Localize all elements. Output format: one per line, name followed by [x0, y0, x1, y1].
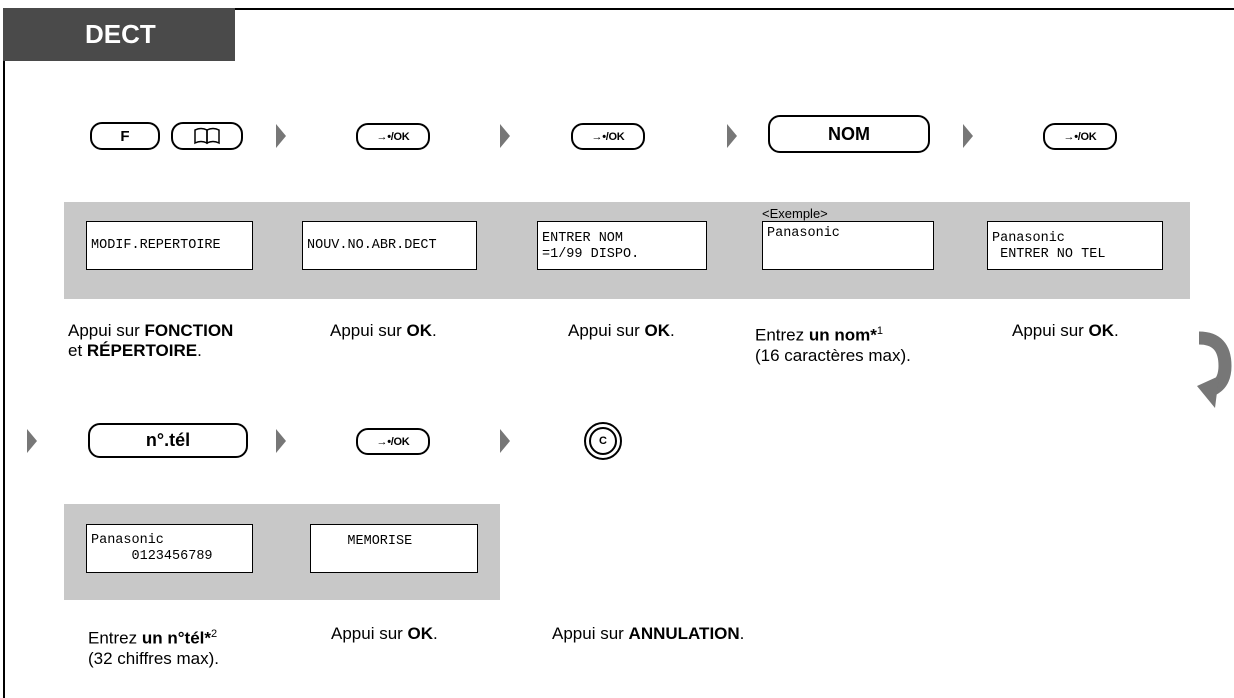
ok-key[interactable]: →•/OK	[1043, 123, 1117, 150]
lcd-display: MODIF.REPERTOIRE	[86, 221, 253, 270]
step-arrow	[500, 429, 510, 453]
ok-key[interactable]: →•/OK	[356, 123, 430, 150]
lcd-display: ENTRER NOM =1/99 DISPO.	[537, 221, 707, 270]
lcd-display: MEMORISE	[310, 524, 478, 573]
section-tab: DECT	[3, 8, 235, 61]
continue-arrow-icon	[1197, 331, 1232, 408]
caption-step4: Entrez un nom*1 (16 caractères max).	[755, 325, 911, 365]
section-title: DECT	[85, 19, 156, 49]
clear-key[interactable]: C	[584, 422, 622, 460]
example-label: <Exemple>	[762, 206, 828, 221]
caption-step8: Appui sur ANNULATION.	[552, 624, 745, 643]
step-arrow	[727, 124, 737, 148]
step-arrow	[963, 124, 973, 148]
phonebook-key[interactable]	[171, 122, 243, 150]
caption-step6: Entrez un n°tél*2 (32 chiffres max).	[88, 628, 220, 668]
function-key[interactable]: F	[90, 122, 160, 150]
caption-step5: Appui sur OK.	[1012, 321, 1119, 340]
step-arrow	[500, 124, 510, 148]
caption-step7: Appui sur OK.	[331, 624, 438, 643]
name-soft-key[interactable]: NOM	[768, 115, 930, 153]
step-arrow	[276, 124, 286, 148]
page-frame	[3, 8, 1234, 698]
book-icon	[194, 127, 220, 145]
clear-key-face: C	[589, 427, 617, 455]
lcd-display: Panasonic ENTRER NO TEL	[987, 221, 1163, 270]
ok-key[interactable]: →•/OK	[571, 123, 645, 150]
caption-step3: Appui sur OK.	[568, 321, 675, 340]
step-arrow	[276, 429, 286, 453]
lcd-display: Panasonic 0123456789	[86, 524, 253, 573]
lcd-display: NOUV.NO.ABR.DECT	[302, 221, 477, 270]
lcd-display: Panasonic	[762, 221, 934, 270]
ok-key[interactable]: →•/OK	[356, 428, 430, 455]
caption-step2: Appui sur OK.	[330, 321, 437, 340]
number-soft-key[interactable]: n°.tél	[88, 423, 248, 458]
caption-step1: Appui sur FONCTION et RÉPERTOIRE.	[68, 321, 234, 360]
step-arrow	[27, 429, 37, 453]
